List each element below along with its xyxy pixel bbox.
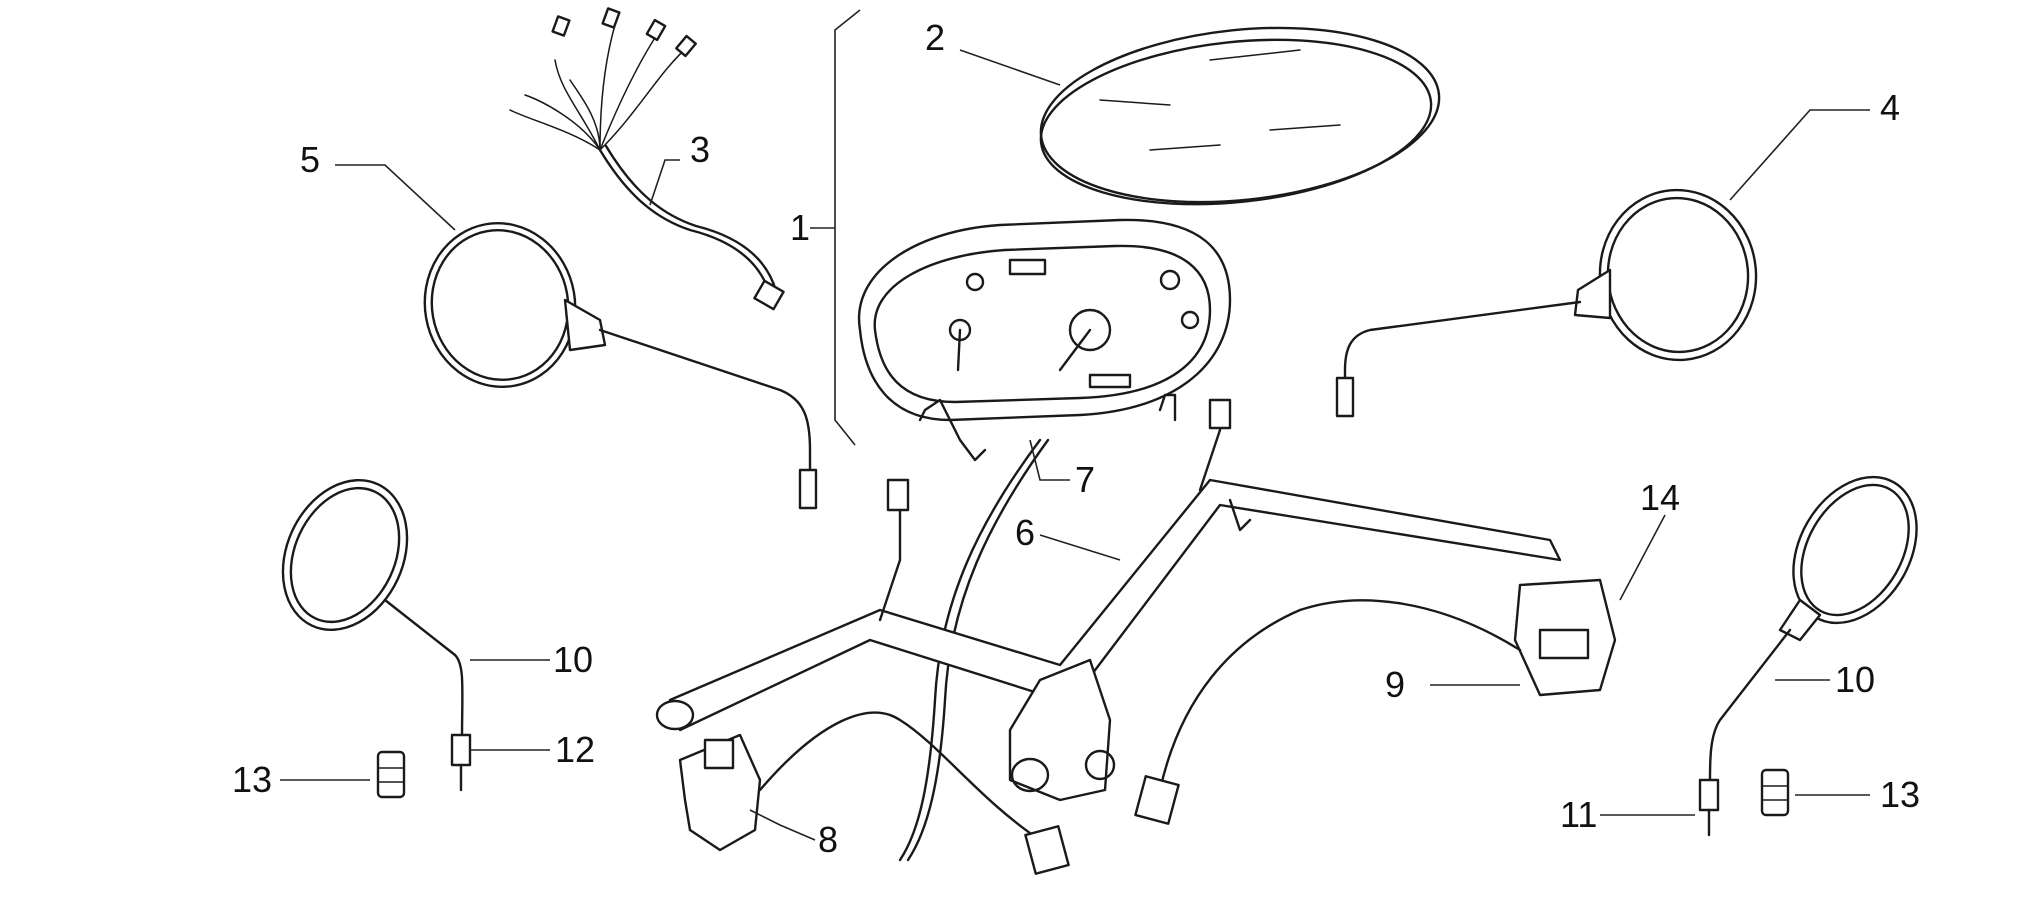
part-4-mirror-right [1335, 188, 1758, 418]
part-9-right-switch [1134, 578, 1617, 825]
callout-6: 6 [1015, 512, 1035, 553]
part-6-handlebar [655, 398, 1562, 802]
callout-9: 9 [1385, 664, 1405, 705]
callout-10-right: 10 [1835, 659, 1875, 700]
mirror-lower-right [1698, 475, 1918, 837]
callout-8: 8 [818, 819, 838, 860]
callout-2: 2 [925, 17, 945, 58]
part-5-mirror-left [423, 222, 818, 510]
part-3-wiring-harness [509, 7, 785, 311]
callout-7: 7 [1075, 459, 1095, 500]
callout-11: 11 [1560, 794, 1597, 835]
part-1-instrument-cluster [857, 218, 1232, 462]
callout-4: 4 [1880, 87, 1900, 128]
part-13-nut-right [1760, 768, 1790, 817]
mirror-lower-left [281, 478, 472, 792]
leader-lines [280, 49, 1870, 841]
callout-5: 5 [300, 139, 320, 180]
callout-14: 14 [1640, 477, 1680, 518]
callout-13-right: 13 [1880, 774, 1920, 815]
group-bracket-1 [810, 9, 861, 446]
callout-3: 3 [690, 129, 710, 170]
part-13-nut-left [376, 750, 406, 799]
part-2-cover-glass [1039, 26, 1441, 206]
callout-1: 1 [790, 207, 810, 248]
callout-10-left: 10 [553, 639, 593, 680]
callout-12: 12 [555, 729, 595, 770]
part-8-left-switch [678, 711, 1070, 875]
part-7-speedometer-cable [898, 438, 1050, 862]
callout-13-left: 13 [232, 759, 272, 800]
